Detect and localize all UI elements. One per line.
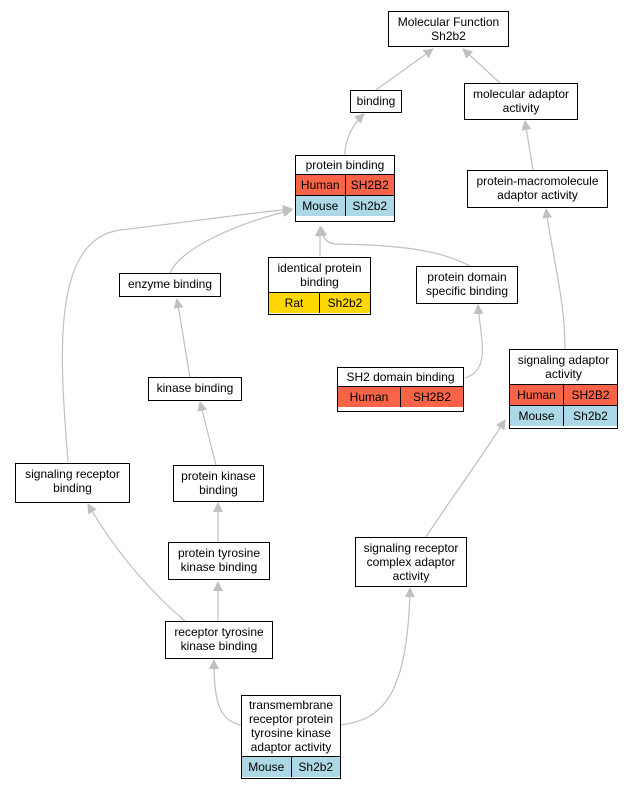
node-label: molecular adaptor bbox=[472, 87, 570, 101]
gene-cell: SH2B2 bbox=[400, 387, 463, 407]
node-label: receptor protein bbox=[248, 712, 334, 726]
node-label: protein binding bbox=[305, 158, 385, 172]
gene-cell: Sh2b2 bbox=[563, 406, 617, 426]
node-label: protein kinase bbox=[181, 469, 256, 483]
node-label: binding bbox=[53, 481, 92, 495]
node-label: activity bbox=[545, 367, 582, 381]
gene-cell: Sh2b2 bbox=[290, 757, 340, 777]
node-enzyme-binding[interactable]: enzyme binding bbox=[119, 273, 221, 297]
node-label: kinase binding bbox=[156, 381, 234, 395]
node-label: signaling adaptor bbox=[517, 353, 610, 367]
species-cell: Human bbox=[510, 385, 563, 405]
node-label: Molecular Function bbox=[397, 15, 500, 29]
node-label: protein tyrosine bbox=[177, 546, 261, 560]
edge-tmrtk-to-srcadaptor bbox=[339, 587, 415, 726]
edge-domain-to-proteinbinding bbox=[317, 226, 471, 267]
edge-sh2-to-domain bbox=[464, 304, 484, 379]
species-cell: Human bbox=[338, 387, 400, 407]
node-label: protein domain bbox=[427, 270, 507, 284]
gene-cell: Sh2b2 bbox=[319, 293, 370, 313]
node-label: receptor tyrosine bbox=[174, 625, 264, 639]
species-cell: Mouse bbox=[242, 757, 291, 777]
node-label: binding bbox=[300, 275, 339, 289]
species-cell: Rat bbox=[269, 293, 319, 313]
node-label: SH2 domain binding bbox=[346, 370, 455, 384]
edge-kinase-to-enzyme bbox=[173, 298, 191, 379]
node-label: adaptor activity bbox=[497, 188, 578, 202]
node-label: protein-macromolecule bbox=[476, 174, 599, 188]
edge-sigadaptor-to-pmadaptor bbox=[542, 208, 566, 350]
gene-cell: SH2B2 bbox=[563, 385, 617, 405]
node-label: kinase binding bbox=[180, 639, 258, 653]
species-cell: Mouse bbox=[296, 196, 345, 216]
node-label: enzyme binding bbox=[127, 277, 213, 291]
node-label: complex adaptor bbox=[366, 555, 456, 569]
node-label: binding bbox=[356, 94, 396, 108]
edge-binding-to-mf bbox=[375, 48, 434, 91]
gene-cell: SH2B2 bbox=[344, 175, 394, 195]
edge-enzyme-to-proteinbinding bbox=[169, 207, 293, 274]
node-label: specific binding bbox=[425, 284, 509, 298]
species-cell: Mouse bbox=[510, 406, 563, 426]
node-label: identical protein bbox=[277, 261, 362, 275]
edge-pmadaptor-to-moladaptor bbox=[521, 120, 534, 171]
node-label: binding bbox=[199, 483, 238, 497]
node-label: signaling receptor bbox=[25, 467, 120, 481]
node-label: activity bbox=[502, 101, 540, 115]
node-label: tyrosine kinase bbox=[250, 726, 332, 740]
edge-proteinbinding-to-binding bbox=[344, 113, 365, 156]
species-cell: Human bbox=[296, 175, 345, 195]
edge-tmrtk-to-rtk bbox=[209, 659, 242, 726]
node-label: Sh2b2 bbox=[431, 29, 466, 43]
edge-sigreceptor-to-proteinbinding bbox=[61, 204, 293, 463]
node-binding[interactable]: binding bbox=[350, 90, 402, 113]
gene-cell: Sh2b2 bbox=[344, 196, 394, 216]
edge-rtk-to-sigreceptor bbox=[87, 503, 186, 622]
node-label: adaptor activity bbox=[250, 740, 332, 754]
node-label: kinase binding bbox=[180, 560, 258, 574]
edge-moladaptor-to-mf bbox=[462, 48, 501, 84]
node-kinase-binding[interactable]: kinase binding bbox=[148, 377, 242, 401]
node-label: signaling receptor bbox=[363, 541, 459, 555]
node-label: activity bbox=[392, 569, 430, 583]
edge-proteinkinase-to-kinase bbox=[197, 401, 217, 466]
edge-srcadaptor-to-sigadaptor bbox=[425, 419, 506, 538]
node-label: transmembrane bbox=[248, 698, 334, 712]
